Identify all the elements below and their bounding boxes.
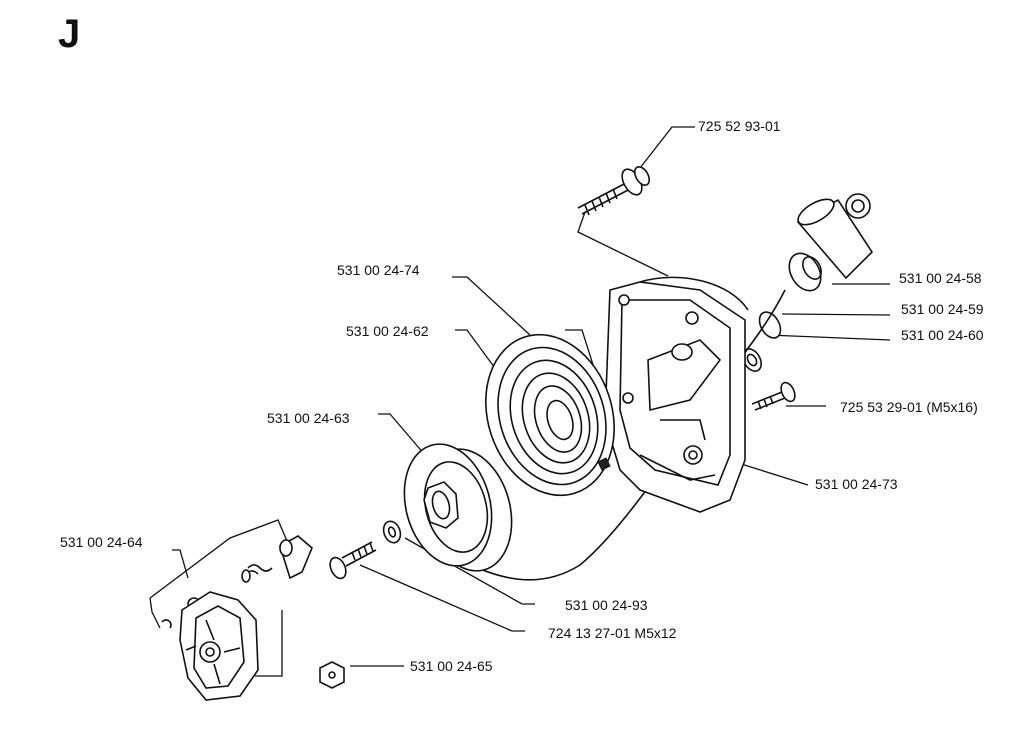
nut-531002465 [319,661,345,689]
label-531002463: 531 00 24-63 [267,410,350,426]
label-725529301: 725 52 93-01 [698,118,781,134]
label-531002474: 531 00 24-74 [337,262,420,278]
leader-531002462 [455,329,501,376]
connector-small-parts [149,597,161,629]
rope-guide-531002458 [788,252,822,292]
section-letter: J [58,12,81,56]
connector-pawl [255,610,283,677]
leader-725529301-assembly [577,211,669,277]
connector-spring-bracket [149,519,291,599]
leader-531002460 [767,334,891,341]
spring-531002462 [485,333,615,497]
label-531002473: 531 00 24-73 [815,476,898,492]
label-531002458: 531 00 24-58 [899,270,982,286]
bolt-725529301 [577,166,651,216]
label-531002464: 531 00 24-64 [60,534,143,550]
leader-724132701 [359,564,525,632]
label-725532901: 725 53 29-01 (M5x16) [840,399,978,415]
label-531002493: 531 00 24-93 [565,597,648,613]
leader-531002474 [452,276,531,336]
bolt-725532901 [751,381,796,411]
pawl-plate [179,591,259,701]
washer-531002493 [382,520,402,544]
label-531002462: 531 00 24-62 [346,323,429,339]
label-531002459: 531 00 24-59 [901,301,984,317]
leader-531002464 [172,549,189,579]
starter-housing-531002473 [604,276,749,513]
label-531002465: 531 00 24-65 [410,658,493,674]
label-724132701: 724 13 27-01 M5x12 [548,625,677,641]
pulley-531002463 [403,443,513,572]
screw-724132701 [329,541,377,580]
washer-531002459 [758,311,782,339]
leader-531002459 [781,313,891,316]
leader-531002473 [734,461,809,486]
leader-531002463 [378,413,426,456]
starter-handle [796,193,874,280]
label-531002460: 531 00 24-60 [901,327,984,343]
leader-725529301 [639,126,695,169]
